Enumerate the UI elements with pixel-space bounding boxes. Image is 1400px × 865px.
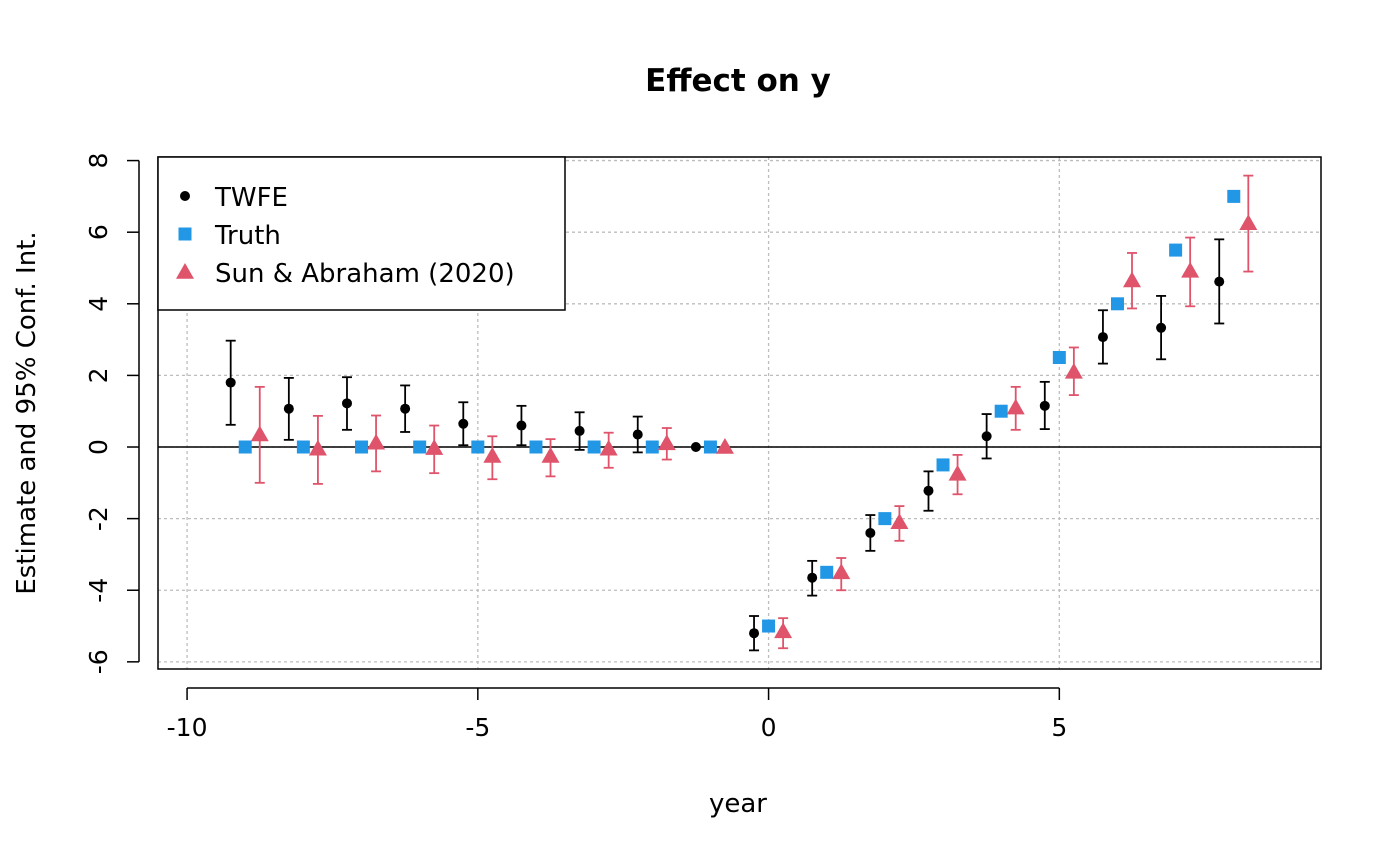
data-point <box>1156 322 1167 333</box>
x-tick-label: 5 <box>1051 713 1067 742</box>
data-point <box>948 464 967 481</box>
legend-label: Truth <box>214 221 281 251</box>
data-point <box>400 403 411 414</box>
data-point <box>878 512 892 526</box>
data-point <box>367 433 386 450</box>
data-point <box>250 425 269 442</box>
data-point <box>341 398 352 409</box>
data-point <box>1097 332 1108 343</box>
data-point <box>1181 261 1200 278</box>
data-point <box>1214 276 1225 287</box>
chart-title: Effect on y <box>645 63 831 99</box>
data-marks <box>225 174 1258 652</box>
data-point <box>1039 400 1050 411</box>
data-point <box>238 440 252 454</box>
data-point <box>1239 214 1258 230</box>
data-point <box>458 418 469 429</box>
data-point <box>807 572 818 583</box>
x-axis: -10 -5 0 5 <box>167 687 1067 742</box>
legend-marker <box>176 263 194 279</box>
legend-label: TWFE <box>214 183 288 213</box>
data-point <box>1006 398 1025 415</box>
data-point <box>820 565 834 579</box>
data-point <box>296 440 310 454</box>
legend-box <box>157 156 566 311</box>
data-point <box>981 431 992 442</box>
data-point <box>1064 362 1083 379</box>
data-point <box>541 446 560 463</box>
data-point <box>1110 297 1124 311</box>
data-point <box>749 628 760 639</box>
series-truth <box>238 189 1241 633</box>
series-twfe <box>225 238 1225 652</box>
data-point <box>413 440 427 454</box>
data-point <box>355 440 369 454</box>
data-point <box>1169 243 1183 257</box>
data-point <box>703 440 717 454</box>
data-point <box>645 440 659 454</box>
data-point <box>483 446 502 463</box>
data-point <box>774 622 793 639</box>
data-point <box>599 439 618 456</box>
legend-marker <box>178 227 192 241</box>
data-point <box>516 420 527 431</box>
y-tick-label: -6 <box>84 649 113 674</box>
data-point <box>1052 351 1066 365</box>
x-tick-label: -10 <box>167 713 208 742</box>
data-point <box>225 377 236 388</box>
data-point <box>529 440 543 454</box>
data-point <box>574 425 585 436</box>
y-tick-label: -4 <box>84 578 113 603</box>
y-tick-label: 6 <box>84 224 113 240</box>
x-tick-label: 0 <box>761 713 777 742</box>
legend-marker <box>180 191 190 201</box>
data-point <box>283 403 294 414</box>
plot-frame <box>157 156 1322 670</box>
y-tick-label: 8 <box>84 153 113 169</box>
data-point <box>632 429 643 440</box>
y-tick-label: 2 <box>84 367 113 383</box>
data-point <box>832 563 851 580</box>
data-point <box>762 619 776 633</box>
data-point <box>936 458 950 472</box>
y-tick-label: 4 <box>84 296 113 312</box>
data-point <box>657 434 676 451</box>
data-point <box>471 440 485 454</box>
data-point <box>308 439 327 456</box>
x-tick-label: -5 <box>465 713 490 742</box>
data-point <box>890 513 909 529</box>
y-axis-label: Estimate and 95% Conf. Int. <box>12 231 42 594</box>
data-point <box>715 438 734 454</box>
data-point <box>587 440 601 454</box>
data-point <box>1123 271 1142 288</box>
series-sun-abraham-2020 <box>250 174 1258 650</box>
x-axis-label: year <box>709 789 767 819</box>
data-point <box>865 527 876 538</box>
y-axis: -6 -4 -2 0 2 4 6 8 <box>84 153 140 674</box>
data-point <box>1227 189 1241 203</box>
legend-label: Sun & Abraham (2020) <box>215 259 515 289</box>
data-point <box>425 439 444 455</box>
y-tick-label: -2 <box>84 506 113 531</box>
y-tick-label: 0 <box>84 439 113 455</box>
data-point <box>923 485 934 496</box>
data-point <box>690 442 701 453</box>
data-point <box>994 404 1008 418</box>
